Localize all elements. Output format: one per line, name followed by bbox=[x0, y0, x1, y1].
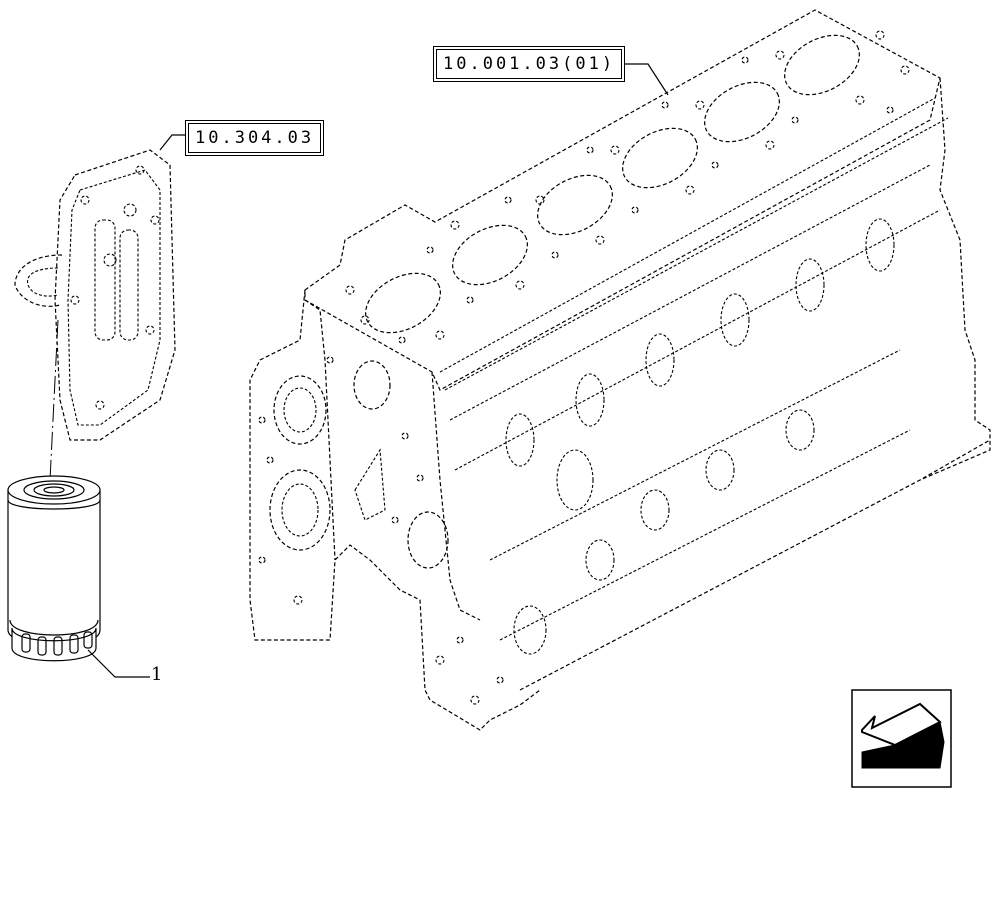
filter-support-reference[interactable]: 10.304.03 bbox=[185, 120, 325, 156]
filter-support-reference-label: 10.304.03 bbox=[188, 123, 322, 153]
engine-block-reference[interactable]: 10.001.03(01) bbox=[433, 46, 626, 82]
leader-line-support bbox=[159, 134, 186, 151]
engine-block-reference-label: 10.001.03(01) bbox=[436, 49, 623, 79]
oil-filter bbox=[7, 475, 101, 662]
leader-line-filter bbox=[87, 649, 150, 678]
engine-block bbox=[249, 9, 991, 731]
arrow-back-icon[interactable] bbox=[851, 689, 952, 788]
filter-item-callout: 1 bbox=[151, 664, 163, 685]
filter-support bbox=[14, 149, 176, 481]
